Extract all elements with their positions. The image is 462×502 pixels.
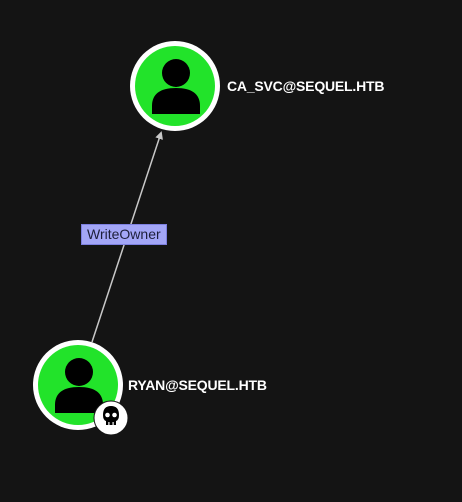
node-label-ryan: RYAN@SEQUEL.HTB <box>128 377 267 393</box>
edge-label-writeowner[interactable]: WriteOwner <box>81 224 167 245</box>
skull-icon <box>93 400 129 436</box>
user-icon <box>152 59 200 114</box>
node-label-ca-svc: CA_SVC@SEQUEL.HTB <box>227 78 385 94</box>
node-ryan[interactable] <box>33 340 129 436</box>
user-icon <box>55 358 103 413</box>
node-ca-svc[interactable] <box>130 41 220 131</box>
